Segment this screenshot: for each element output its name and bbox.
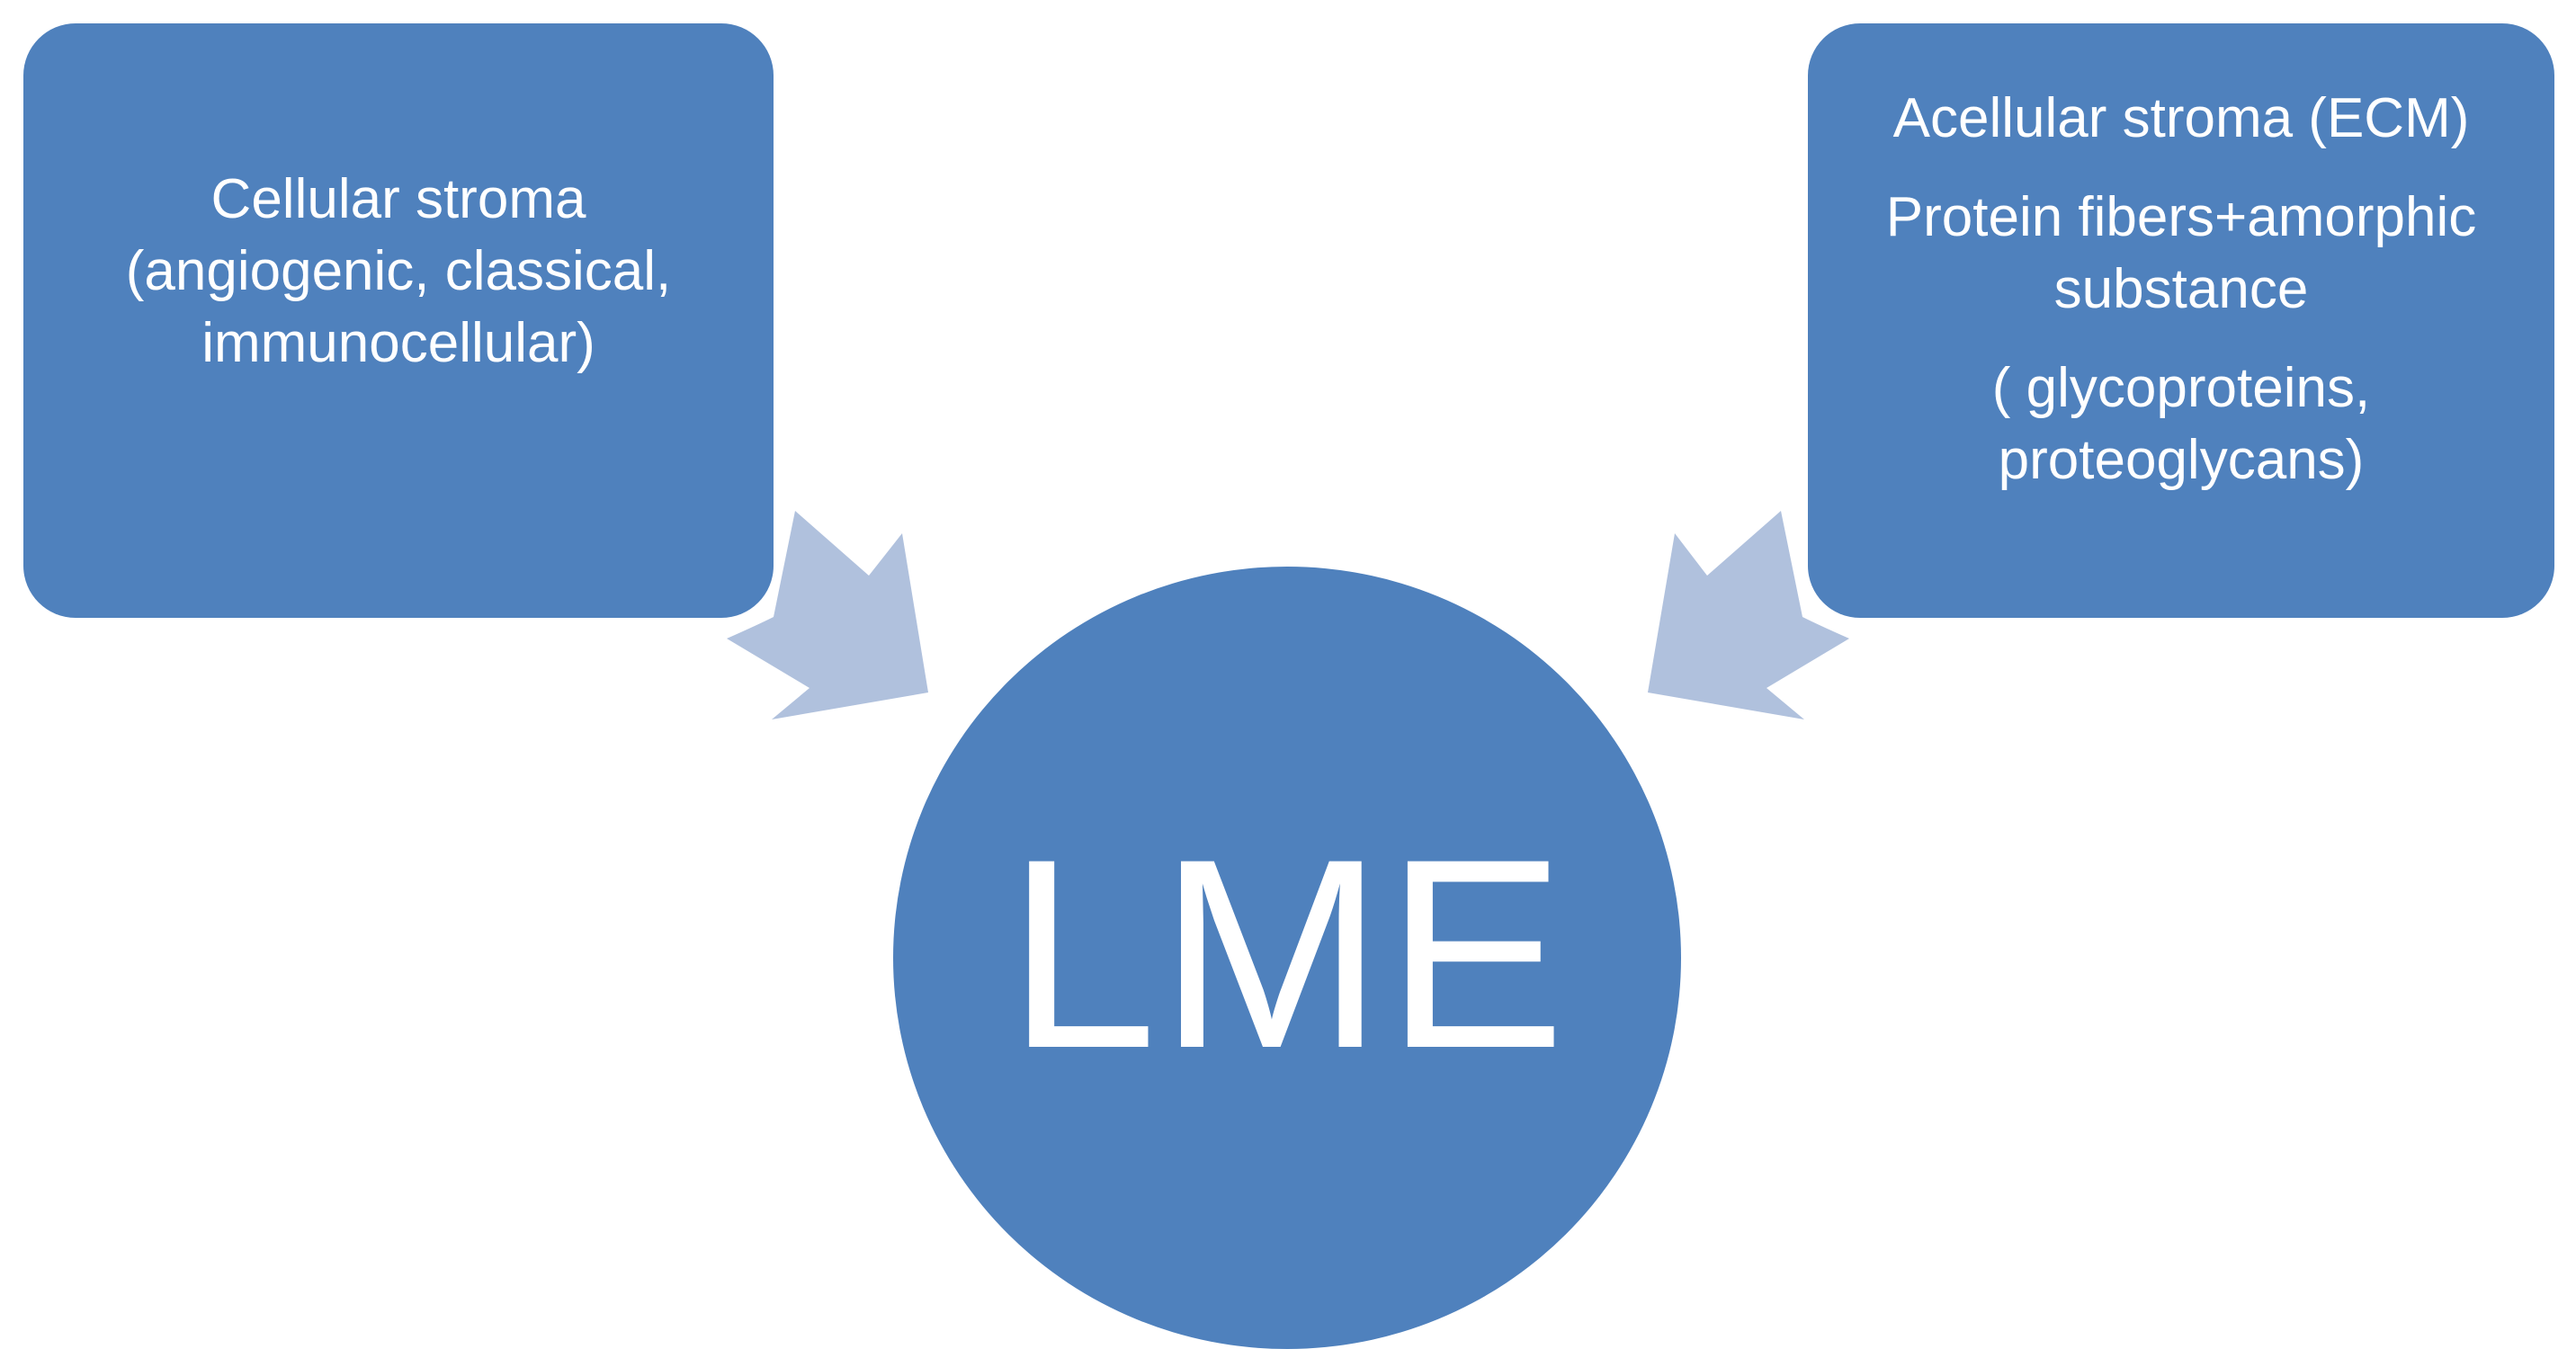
acellular-stroma-title: Acellular stroma (ECM) bbox=[1892, 86, 2470, 149]
lme-label: LME bbox=[1006, 802, 1568, 1104]
acellular-stroma-box: Acellular stroma (ECM) Protein fibers+am… bbox=[1808, 23, 2554, 618]
acellular-stroma-detail-line-3: ( glycoproteins, bbox=[1991, 356, 2371, 419]
cellular-stroma-box: Cellular stroma (angiogenic, classical, … bbox=[23, 23, 774, 618]
acellular-stroma-detail-line-2: substance bbox=[2053, 257, 2309, 320]
cellular-stroma-detail-line-1: (angiogenic, classical, bbox=[125, 239, 672, 302]
cellular-stroma-detail-line-2: immunocellular) bbox=[201, 311, 595, 374]
arrow-right-to-center bbox=[1648, 511, 1849, 719]
acellular-stroma-detail-line-4: proteoglycans) bbox=[1998, 428, 2365, 491]
arrow-left-to-center bbox=[727, 511, 928, 719]
lme-circle: LME bbox=[893, 567, 1681, 1349]
acellular-stroma-detail-line-1: Protein fibers+amorphic bbox=[1885, 185, 2477, 248]
cellular-stroma-title: Cellular stroma bbox=[210, 167, 586, 230]
